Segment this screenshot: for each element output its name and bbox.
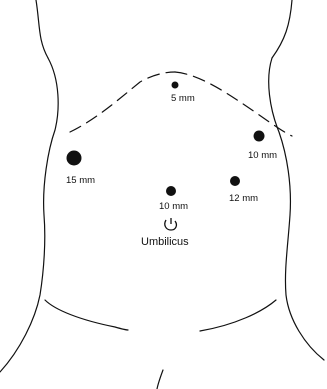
umbilicus-icon [165, 218, 177, 230]
port-right-lower-label: 12 mm [229, 193, 258, 204]
left-thigh-line [45, 300, 128, 330]
right-neck-curve [272, 0, 292, 58]
port-epigastric-marker [172, 82, 179, 89]
left-torso-outline [0, 58, 58, 372]
groin-line [157, 370, 163, 389]
port-right-upper-marker [254, 131, 265, 142]
left-neck-curve [36, 0, 48, 58]
right-costal-margin [175, 72, 292, 136]
right-torso-outline [269, 58, 324, 360]
umbilicus-label: Umbilicus [141, 236, 189, 248]
right-thigh-line [200, 300, 276, 331]
port-umbilical-label: 10 mm [159, 201, 188, 212]
port-left-lateral-marker [67, 151, 82, 166]
left-costal-margin [70, 72, 175, 132]
port-right-upper-label: 10 mm [248, 150, 277, 161]
port-left-lateral-label: 15 mm [66, 175, 95, 186]
ports-group: 5 mm 10 mm 15 mm 10 mm 12 mm [66, 82, 277, 213]
port-right-lower-marker [230, 176, 240, 186]
port-epigastric-label: 5 mm [171, 93, 195, 104]
port-umbilical-marker [166, 186, 176, 196]
